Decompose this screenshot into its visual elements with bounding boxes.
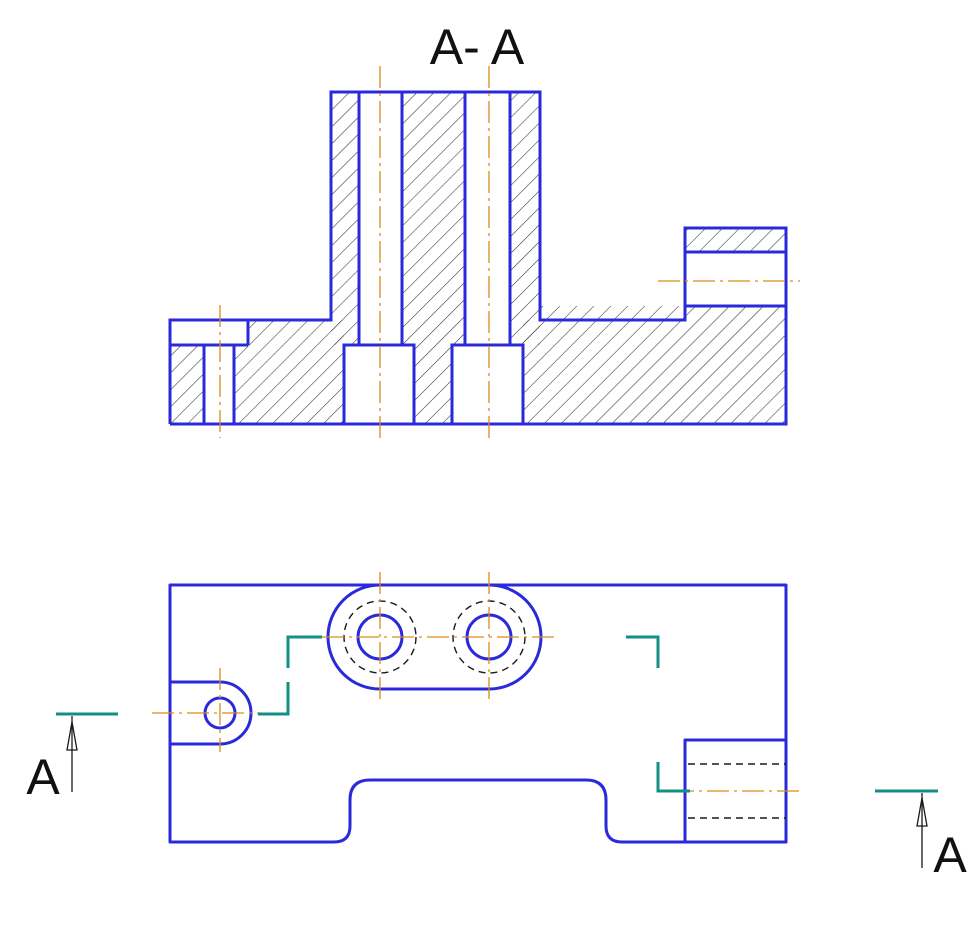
plan-hidden-lines bbox=[343, 600, 786, 819]
view-arrow-right bbox=[916, 793, 928, 868]
view-arrow-left bbox=[66, 716, 78, 792]
cut-label-right: A bbox=[933, 827, 967, 883]
plan-view bbox=[56, 572, 938, 868]
section-view bbox=[168, 66, 800, 438]
hatched-material bbox=[170, 92, 786, 424]
section-centerlines bbox=[219, 66, 800, 438]
cutting-plane-path bbox=[56, 635, 938, 793]
section-title: A- A bbox=[430, 19, 525, 75]
section-outline bbox=[168, 90, 788, 426]
cut-label-left: A bbox=[26, 749, 60, 805]
plan-centerlines bbox=[152, 572, 800, 792]
